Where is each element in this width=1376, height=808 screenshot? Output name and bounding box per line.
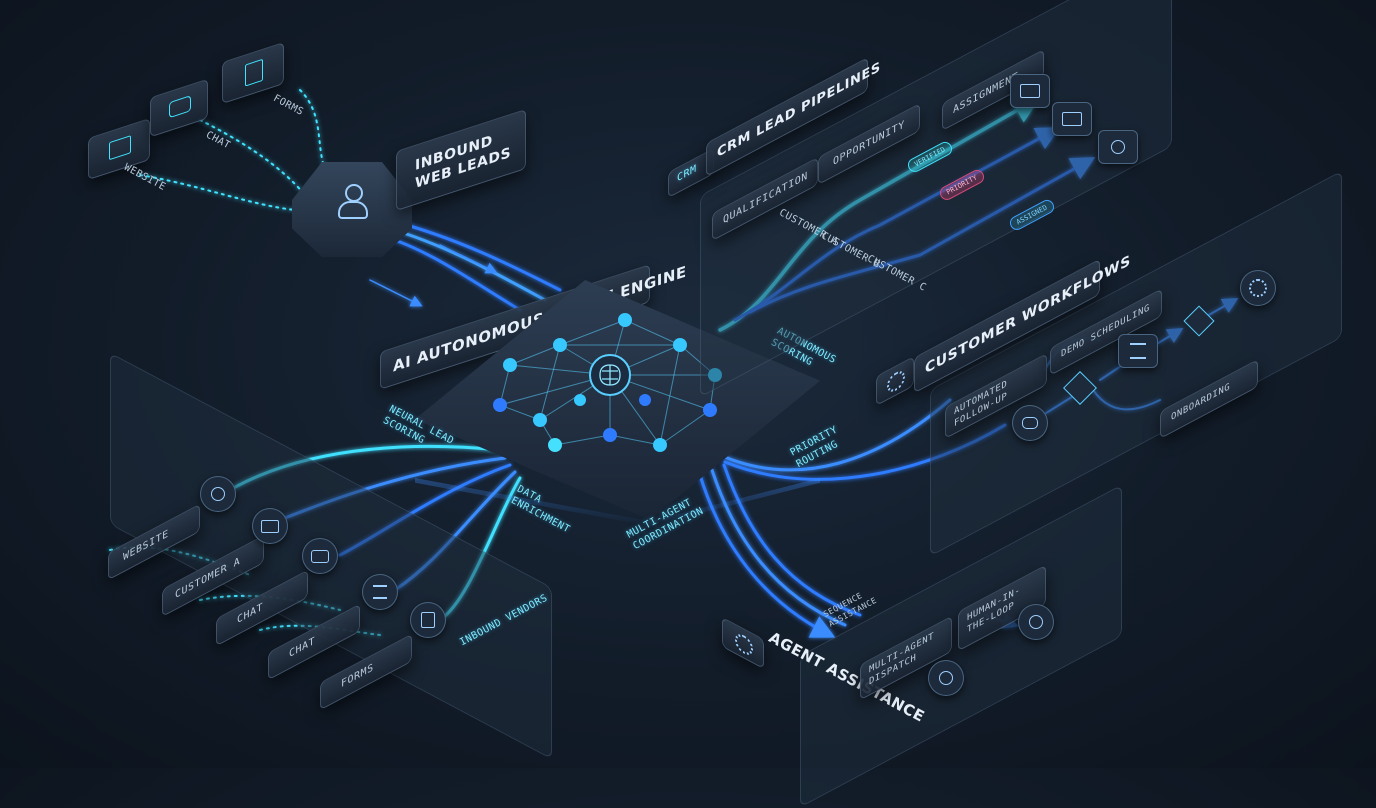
gear-icon bbox=[735, 630, 753, 659]
handshake-icon bbox=[1022, 417, 1038, 429]
flow-inbound-2 bbox=[386, 226, 547, 302]
bl-chat-node[interactable] bbox=[302, 538, 338, 574]
bl-row-chat-2-label: Chat bbox=[289, 635, 316, 661]
flow-crm-3 bbox=[748, 157, 1096, 314]
flow-as-1 bbox=[698, 473, 836, 638]
list-icon bbox=[373, 585, 387, 599]
gear-icon bbox=[887, 367, 905, 396]
bl-forms-node[interactable] bbox=[410, 602, 446, 638]
flow-bl-3 bbox=[338, 463, 512, 557]
bl-list-node[interactable] bbox=[362, 574, 398, 610]
stream-chat bbox=[199, 119, 306, 196]
workflow-handshake-node[interactable] bbox=[1012, 405, 1048, 441]
crm-user-icon[interactable] bbox=[1098, 130, 1138, 164]
bl-mail-node[interactable] bbox=[252, 508, 288, 544]
user-icon bbox=[1029, 615, 1043, 629]
flow-bl-5 bbox=[438, 476, 522, 622]
user-icon bbox=[211, 487, 225, 501]
crm-mail-icon-1[interactable] bbox=[1010, 74, 1050, 108]
list-icon bbox=[1130, 343, 1146, 359]
flow-wf-2 bbox=[723, 423, 1007, 481]
crm-mail-icon-2[interactable] bbox=[1052, 102, 1092, 136]
brain-network-icon bbox=[493, 313, 722, 452]
inbound-hex-node[interactable] bbox=[292, 162, 412, 257]
flow-bl-4 bbox=[393, 470, 517, 592]
crm-chip-label: CRM bbox=[677, 163, 697, 185]
flow-lines-layer bbox=[109, 89, 1239, 638]
envelope-icon bbox=[261, 519, 279, 533]
arrow-in-b bbox=[369, 279, 423, 307]
workflow-gear-node[interactable] bbox=[1240, 270, 1276, 306]
agent-icon bbox=[939, 671, 953, 685]
user-icon bbox=[1111, 140, 1125, 154]
flow-as-3 bbox=[722, 463, 862, 617]
chat-bubbles-icon bbox=[169, 95, 191, 119]
flow-wf-1 bbox=[718, 398, 952, 472]
chat-bubbles-icon bbox=[311, 549, 329, 563]
document-icon bbox=[421, 612, 435, 628]
flow-bl-2 bbox=[278, 456, 507, 522]
workflow-doc-node[interactable] bbox=[1118, 334, 1158, 368]
user-icon bbox=[336, 184, 368, 220]
document-icon bbox=[245, 58, 263, 87]
browser-icon bbox=[109, 135, 131, 161]
flow-inbound-1 bbox=[378, 233, 522, 312]
flow-wf-6 bbox=[1089, 384, 1161, 411]
arrow-in-a bbox=[439, 244, 498, 274]
envelope-icon bbox=[1062, 112, 1082, 126]
stream-website bbox=[139, 174, 296, 211]
envelope-icon bbox=[1020, 84, 1040, 98]
assistance-user-node[interactable] bbox=[1018, 604, 1054, 640]
flow-inbound-3 bbox=[394, 220, 562, 292]
bl-user-node[interactable] bbox=[200, 476, 236, 512]
assistance-agent-node[interactable] bbox=[928, 660, 964, 696]
gear-icon bbox=[1249, 279, 1267, 297]
flow-bl-1 bbox=[228, 444, 502, 492]
bl-row-chat-1-label: Chat bbox=[237, 601, 264, 627]
flow-as-2 bbox=[710, 468, 847, 627]
